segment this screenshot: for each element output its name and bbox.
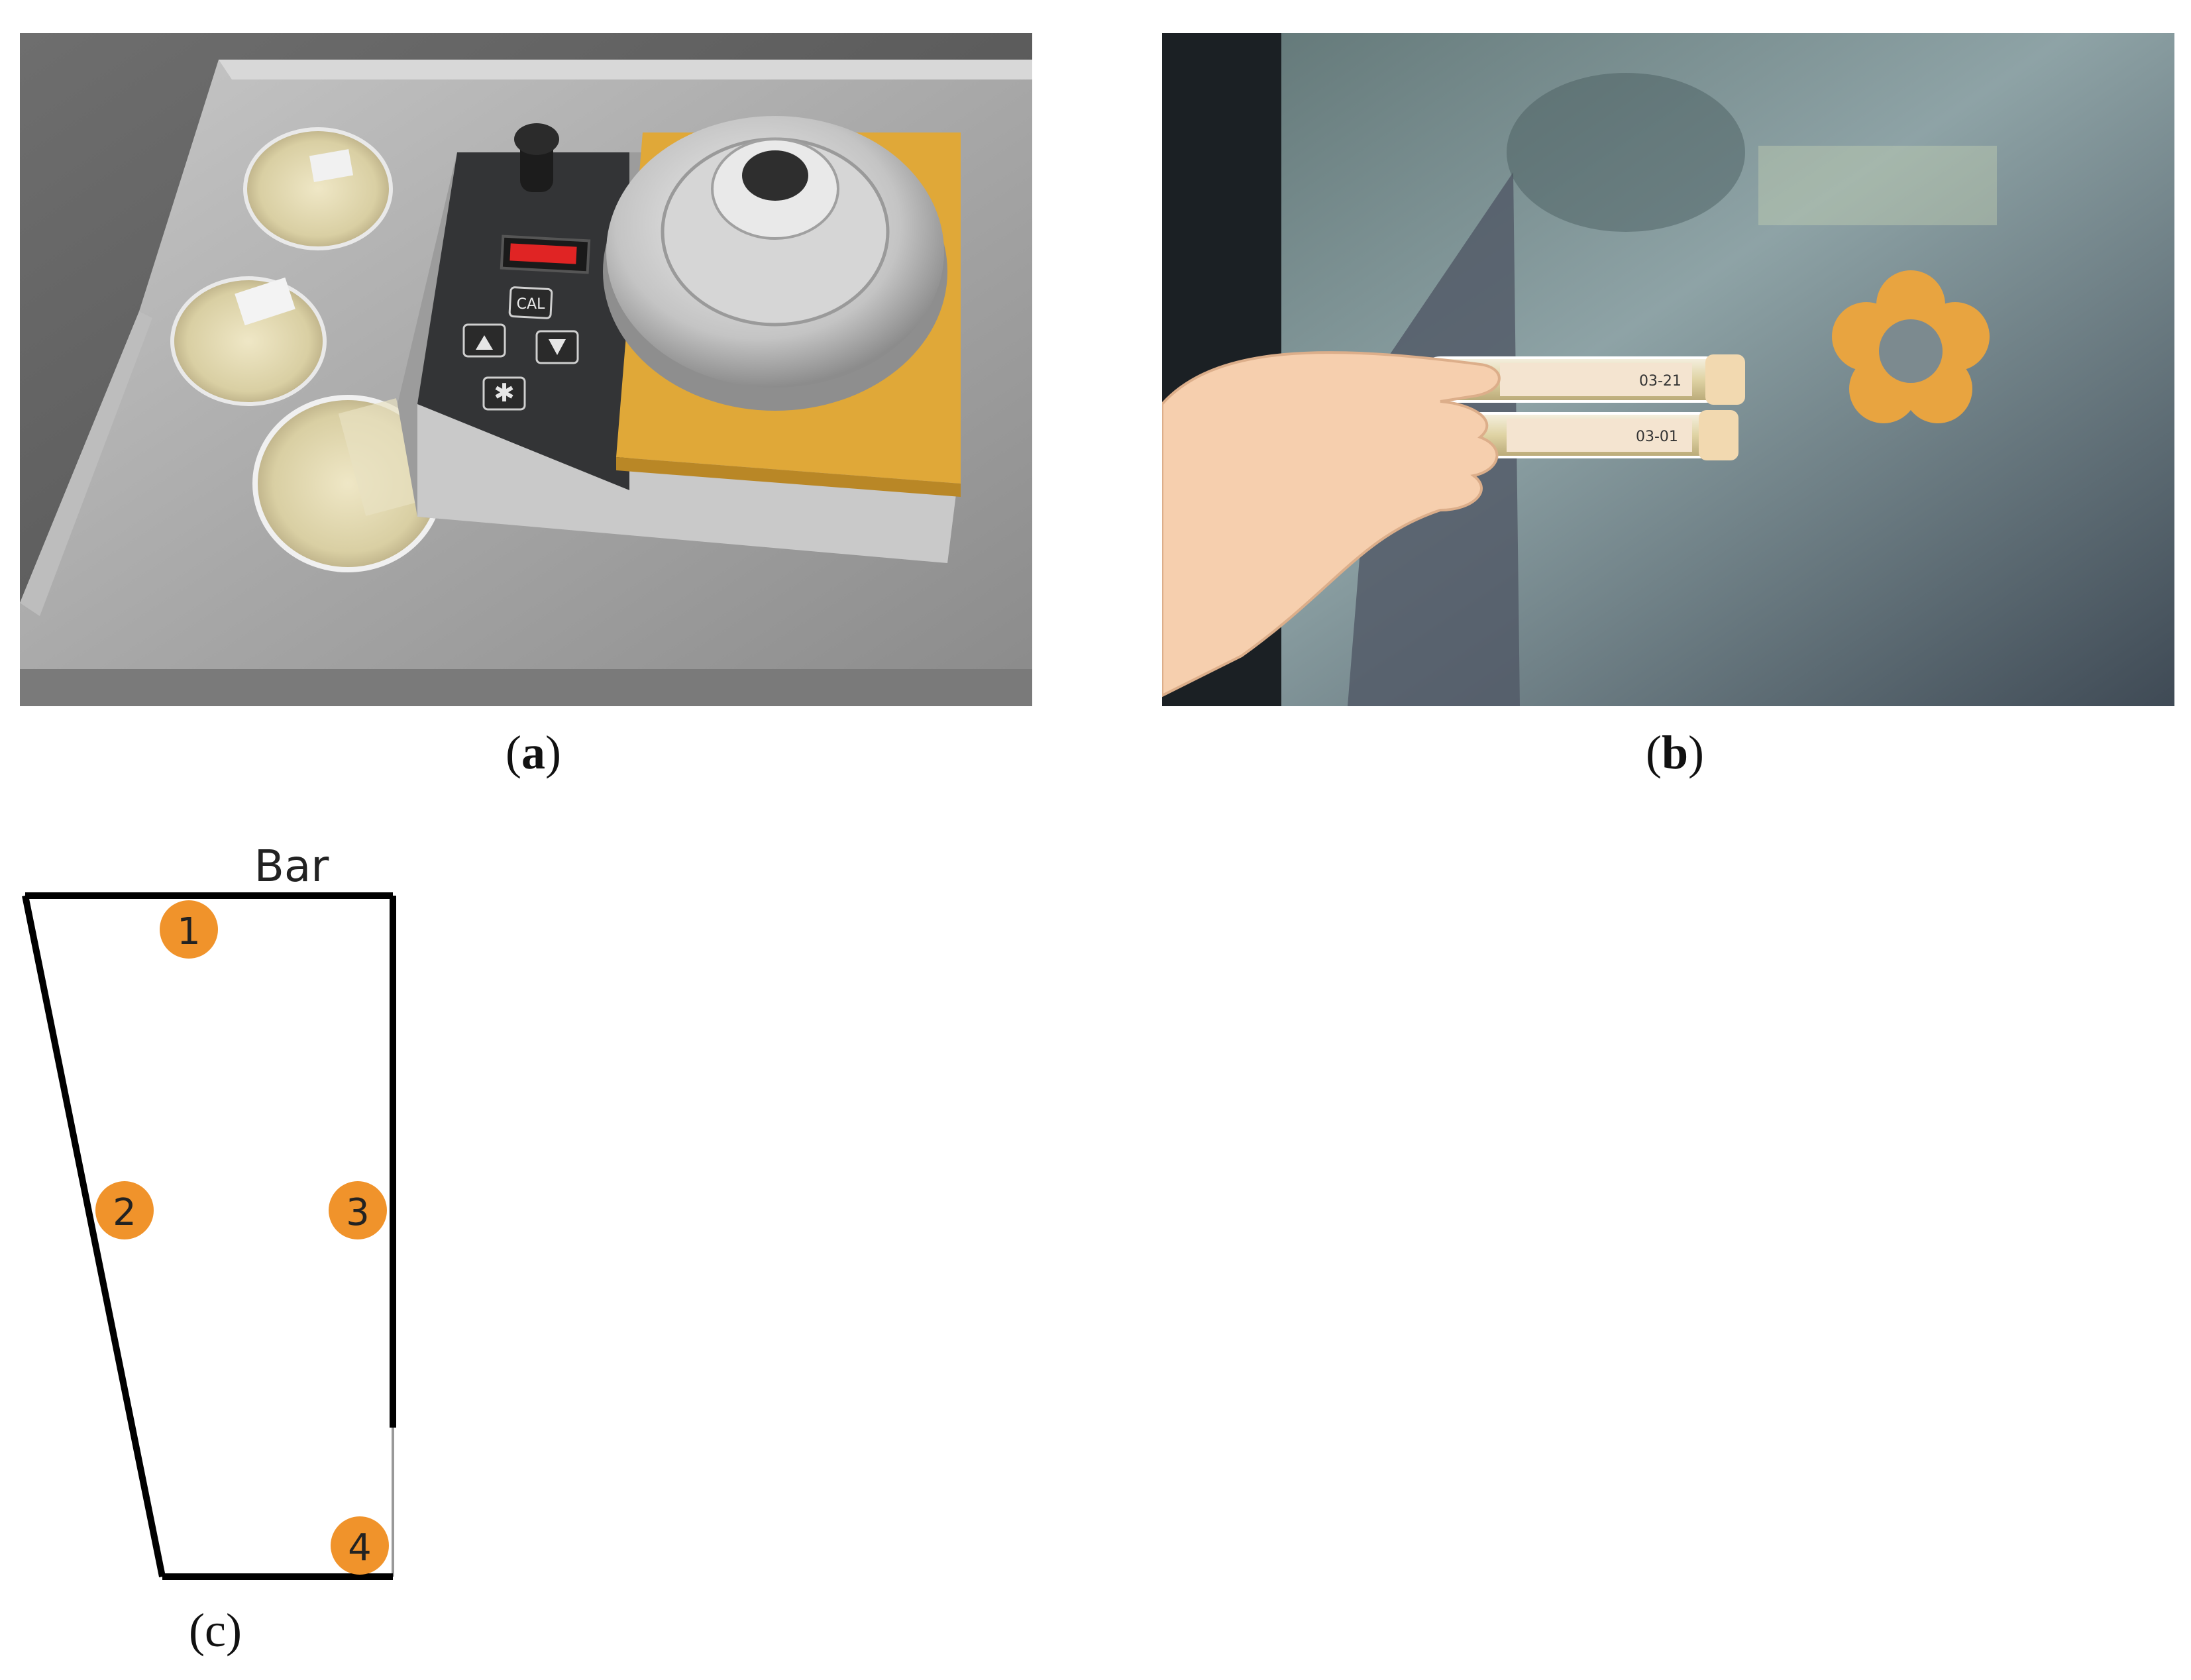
point-label-1: 1 — [177, 910, 201, 953]
sampling-point-diagram: Bar 1 2 3 4 — [22, 841, 396, 1580]
photo-air-sampler: CAL ✱ — [20, 33, 1032, 706]
caption-a-letter: a — [521, 726, 545, 779]
caption-a: (a) — [506, 726, 561, 779]
point-marker-3: 3 — [329, 1181, 387, 1239]
tube-1-date: 03-21 — [1639, 373, 1682, 390]
bar-label: Bar — [254, 841, 330, 892]
point-label-3: 3 — [346, 1191, 370, 1234]
caption-c: (c) — [189, 1604, 242, 1657]
air-sampler-illustration: CAL ✱ — [20, 33, 1032, 706]
tube-2-date: 03-01 — [1636, 429, 1678, 445]
caption-b: (b) — [1645, 726, 1704, 779]
caption-c-letter: c — [205, 1604, 226, 1657]
left-wall — [22, 895, 166, 1577]
point-marker-1: 1 — [160, 900, 218, 959]
point-marker-2: 2 — [95, 1181, 154, 1239]
point-label-4: 4 — [348, 1526, 372, 1569]
test-tubes-illustration: 03-21 03-01 — [1162, 33, 2174, 706]
caption-b-letter: b — [1661, 726, 1689, 779]
svg-text:✱: ✱ — [494, 378, 515, 407]
point-label-2: 2 — [113, 1191, 136, 1234]
point-marker-4: 4 — [331, 1516, 389, 1575]
cal-button: CAL — [508, 286, 553, 319]
photo-test-tubes: 03-21 03-01 — [1162, 33, 2174, 706]
cal-label: CAL — [517, 296, 545, 313]
